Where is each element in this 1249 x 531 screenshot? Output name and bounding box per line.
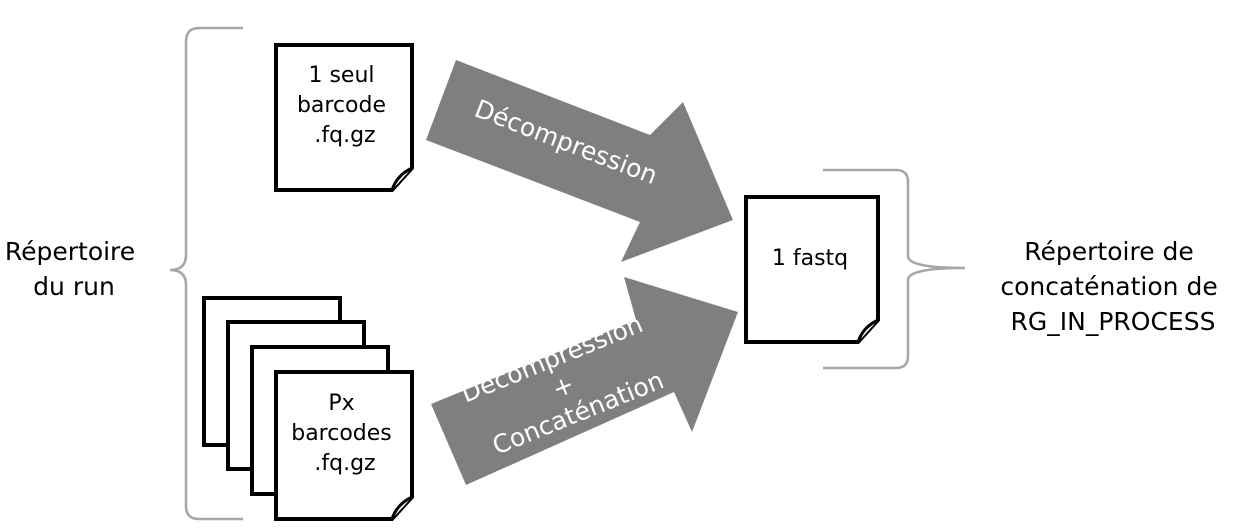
multi-barcode-line-1: Px [328, 391, 354, 416]
svg-text:1 fastq: 1 fastq [772, 246, 848, 271]
svg-text:1 seul barcode .fq: 1 seul barcode .fq.gz [297, 63, 393, 148]
arrow-top-decompression [426, 60, 733, 262]
single-barcode-line-2: barcode [297, 93, 386, 118]
svg-text:Px barcodes .fq.gz: Px barcodes .fq.gz [291, 391, 399, 476]
multi-barcode-line-3: .fq.gz [314, 451, 375, 476]
run-directory-label: Répertoire du run [5, 237, 143, 301]
arrow-bottom-decompression-concatenation [431, 277, 738, 485]
output-fastq-file: 1 fastq [744, 195, 880, 344]
concat-directory-brace [823, 168, 966, 370]
single-barcode-line-1: 1 seul [308, 63, 374, 88]
multi-barcode-line-2: barcodes [291, 421, 392, 446]
multi-barcode-file-stack: Px barcodes .fq.gz [202, 296, 414, 521]
run-directory-brace [169, 26, 243, 521]
output-file-label: 1 fastq [772, 246, 848, 271]
single-barcode-file: 1 seul barcode .fq.gz [274, 43, 414, 192]
concat-directory-label: Répertoire de concaténation de RG_IN_PRO… [1000, 237, 1225, 336]
single-barcode-line-3: .fq.gz [314, 123, 375, 148]
